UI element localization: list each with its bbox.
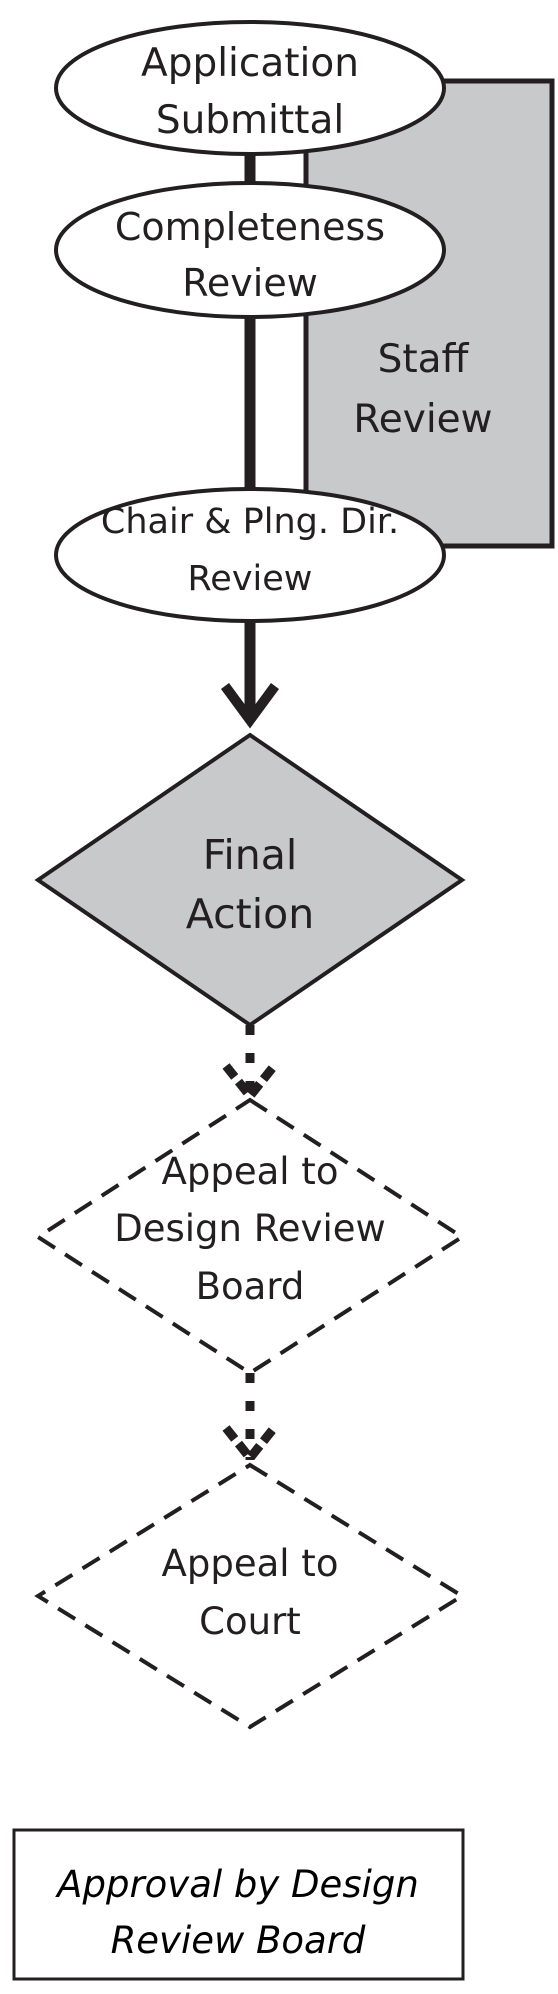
appeal-court-label-1: Appeal to — [162, 1542, 339, 1585]
staff-review-label-2: Review — [353, 397, 492, 442]
appeal-court-node — [34, 1462, 466, 1730]
appeal-drb-node — [34, 1097, 466, 1376]
completeness-review-node — [54, 181, 446, 319]
caption-line-1: Approval by Design — [55, 1863, 419, 1906]
chair-review-label-1: Chair & Plng. Dir. — [101, 502, 399, 542]
application-submittal-label-2: Submittal — [156, 98, 344, 143]
final-action-node — [34, 732, 466, 1028]
completeness-review-label-2: Review — [182, 261, 318, 305]
chair-review-label-2: Review — [188, 559, 313, 599]
appeal-drb-label-3: Board — [196, 1265, 305, 1308]
arrowhead-appeal-court — [222, 1425, 278, 1466]
appeal-drb-label-2: Design Review — [114, 1207, 386, 1250]
completeness-review-label-1: Completeness — [115, 205, 385, 249]
final-action-label-1: Final — [203, 831, 298, 879]
final-action-label-2: Action — [186, 890, 314, 938]
arrowhead-appeal-drb — [222, 1063, 278, 1104]
staff-review-label-1: Staff — [378, 337, 470, 382]
arrowhead-final-action — [220, 683, 280, 729]
staff-review-box — [303, 78, 555, 549]
appeal-court-label-2: Court — [199, 1600, 301, 1643]
application-submittal-label-1: Application — [141, 41, 359, 86]
caption-line-2: Review Board — [111, 1919, 366, 1962]
caption-box — [12, 1828, 465, 1981]
appeal-drb-label-1: Appeal to — [162, 1150, 339, 1193]
application-submittal-node — [54, 20, 446, 156]
